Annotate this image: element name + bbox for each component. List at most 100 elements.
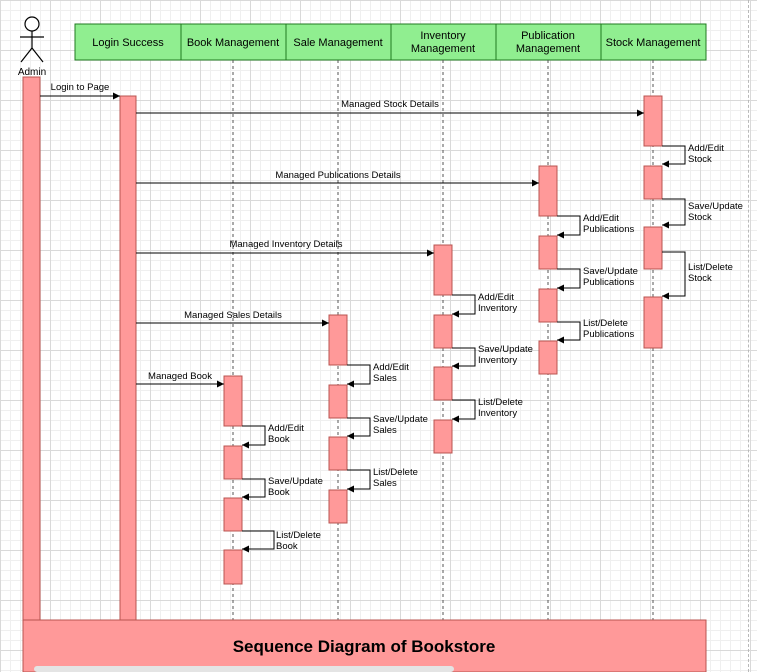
activation-bar-inventory[interactable] bbox=[433, 244, 453, 296]
activation-bar-sale[interactable] bbox=[328, 384, 348, 419]
message-managed-sales[interactable]: Managed Sales Details bbox=[136, 310, 329, 327]
lifeline-header-book[interactable]: Book Management bbox=[180, 23, 287, 61]
self-message-label: Book bbox=[276, 541, 298, 552]
activation-bar-inventory[interactable] bbox=[433, 366, 453, 401]
activation-bar-sale[interactable] bbox=[328, 436, 348, 471]
lifeline-label: Book Management bbox=[187, 37, 279, 49]
self-message-label: Publications bbox=[583, 329, 634, 340]
self-message-stock-save[interactable]: Save/Update Stock bbox=[662, 198, 743, 229]
self-message-label: Sales bbox=[373, 478, 397, 489]
self-message-inventory-save[interactable]: Save/Update Inventory bbox=[452, 344, 533, 370]
self-message-label: List/Delete bbox=[478, 397, 523, 408]
horizontal-scrollbar[interactable] bbox=[34, 666, 454, 672]
message-login-to-page[interactable]: Login to Page bbox=[40, 82, 120, 100]
self-message-label: Save/Update bbox=[478, 344, 533, 355]
activation-bar-admin[interactable] bbox=[22, 76, 41, 621]
activation-bar-publication[interactable] bbox=[538, 340, 558, 375]
lifeline-header-inventory[interactable]: Inventory Management bbox=[390, 23, 497, 61]
activation-bar-publication[interactable] bbox=[538, 165, 558, 217]
activation-bar-stock[interactable] bbox=[643, 226, 663, 270]
self-message-label: Add/Edit bbox=[478, 292, 514, 303]
self-message-label: Stock bbox=[688, 154, 712, 165]
diagram-title: Sequence Diagram of Bookstore bbox=[233, 637, 496, 656]
diagram-title-banner[interactable]: Sequence Diagram of Bookstore bbox=[22, 619, 707, 672]
activation-bar-stock[interactable] bbox=[643, 296, 663, 349]
self-message-label: Sales bbox=[373, 373, 397, 384]
lifeline-label: Stock Management bbox=[606, 37, 701, 49]
self-message-label: Stock bbox=[688, 273, 712, 284]
activation-bar-book[interactable] bbox=[223, 497, 243, 532]
self-message-sale-list[interactable]: List/Delete Sales bbox=[347, 467, 418, 493]
self-message-stock-list[interactable]: List/Delete Stock bbox=[662, 251, 733, 300]
self-message-label: Add/Edit bbox=[268, 423, 304, 434]
activation-bar-sale[interactable] bbox=[328, 489, 348, 524]
self-message-stock-add[interactable]: Add/Edit Stock bbox=[662, 143, 724, 168]
self-message-label: Sales bbox=[373, 425, 397, 436]
self-message-label: Save/Update bbox=[268, 476, 323, 487]
message-label: Managed Book bbox=[148, 371, 212, 382]
lifeline-label: Management bbox=[516, 43, 580, 55]
activation-bar-sale[interactable] bbox=[328, 314, 348, 366]
lifeline-label: Inventory bbox=[420, 30, 466, 42]
self-message-publication-list[interactable]: List/Delete Publications bbox=[557, 318, 634, 344]
self-message-label: Add/Edit bbox=[688, 143, 724, 154]
activation-bar-publication[interactable] bbox=[538, 288, 558, 323]
lifeline-header-publication[interactable]: Publication Management bbox=[495, 23, 602, 61]
message-label: Managed Stock Details bbox=[341, 99, 439, 110]
self-message-label: Save/Update bbox=[688, 201, 743, 212]
person-icon bbox=[20, 16, 44, 63]
lifeline-label: Publication bbox=[521, 30, 575, 42]
self-message-book-save[interactable]: Save/Update Book bbox=[242, 476, 323, 501]
self-message-publication-save[interactable]: Save/Update Publications bbox=[557, 266, 638, 292]
activation-bar-login[interactable] bbox=[119, 95, 137, 621]
lifeline-header-login[interactable]: Login Success bbox=[74, 23, 182, 61]
message-managed-book[interactable]: Managed Book bbox=[136, 371, 224, 388]
self-message-label: List/Delete bbox=[373, 467, 418, 478]
activation-bar-publication[interactable] bbox=[538, 235, 558, 270]
self-message-label: Stock bbox=[688, 212, 712, 223]
self-message-label: Book bbox=[268, 434, 290, 445]
self-message-inventory-add[interactable]: Add/Edit Inventory bbox=[452, 292, 517, 318]
actor-label: Admin bbox=[18, 67, 46, 78]
activation-bar-book[interactable] bbox=[223, 445, 243, 480]
self-message-label: Inventory bbox=[478, 303, 517, 314]
self-message-label: List/Delete bbox=[276, 530, 321, 541]
self-message-label: Save/Update bbox=[583, 266, 638, 277]
self-message-label: Publications bbox=[583, 277, 634, 288]
lifeline-header-sale[interactable]: Sale Management bbox=[285, 23, 392, 61]
self-message-publication-add[interactable]: Add/Edit Publications bbox=[557, 213, 634, 239]
activation-bar-stock[interactable] bbox=[643, 165, 663, 200]
actor-admin[interactable]: Admin bbox=[18, 16, 46, 78]
self-message-sale-add[interactable]: Add/Edit Sales bbox=[347, 362, 409, 388]
self-message-label: Book bbox=[268, 487, 290, 498]
self-message-sale-save[interactable]: Save/Update Sales bbox=[347, 414, 428, 440]
messages: Login to Page Managed Stock Details Mana… bbox=[40, 82, 644, 388]
self-message-label: Inventory bbox=[478, 355, 517, 366]
message-label: Managed Inventory Details bbox=[229, 239, 342, 250]
lifeline-label: Sale Management bbox=[293, 37, 382, 49]
lifeline-header-stock[interactable]: Stock Management bbox=[600, 23, 707, 61]
activation-bar-book[interactable] bbox=[223, 549, 243, 585]
lifeline-headers: Login Success Book Management Sale Manag… bbox=[74, 23, 707, 61]
self-message-label: Add/Edit bbox=[373, 362, 409, 373]
self-message-label: Publications bbox=[583, 224, 634, 235]
activation-bar-inventory[interactable] bbox=[433, 419, 453, 454]
activation-bar-inventory[interactable] bbox=[433, 314, 453, 349]
activation-bar-stock[interactable] bbox=[643, 95, 663, 147]
page-boundary bbox=[748, 0, 749, 672]
activation-bars bbox=[22, 76, 663, 621]
message-label: Managed Publications Details bbox=[275, 170, 400, 181]
self-message-book-list[interactable]: List/Delete Book bbox=[242, 530, 321, 553]
self-message-label: Add/Edit bbox=[583, 213, 619, 224]
message-managed-inventory[interactable]: Managed Inventory Details bbox=[136, 239, 434, 257]
self-message-label: Inventory bbox=[478, 408, 517, 419]
self-message-label: List/Delete bbox=[688, 262, 733, 273]
self-messages: Add/Edit Stock Save/Update Stock List/De… bbox=[242, 143, 743, 553]
self-message-book-add[interactable]: Add/Edit Book bbox=[242, 423, 304, 449]
self-message-inventory-list[interactable]: List/Delete Inventory bbox=[452, 397, 523, 423]
message-managed-publications[interactable]: Managed Publications Details bbox=[136, 170, 539, 187]
message-managed-stock[interactable]: Managed Stock Details bbox=[136, 99, 644, 117]
activation-bar-book[interactable] bbox=[223, 375, 243, 427]
lifeline-label: Management bbox=[411, 43, 475, 55]
